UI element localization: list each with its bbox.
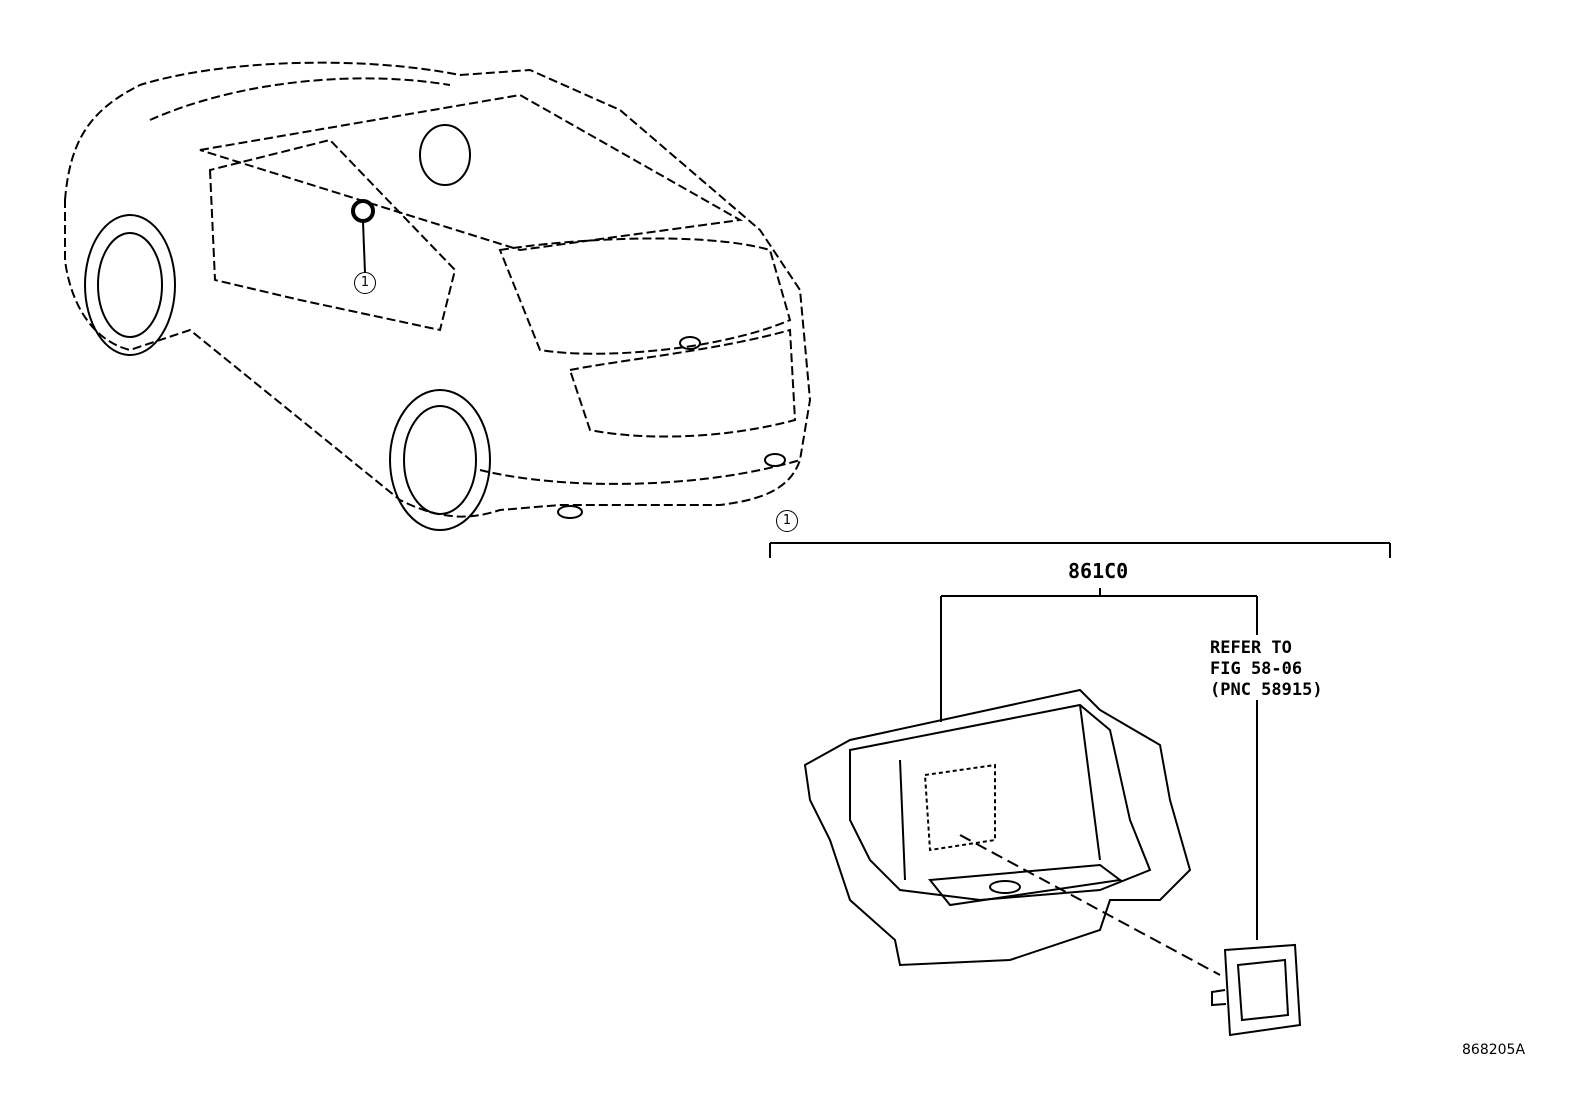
switch-bezel-illustration — [1211, 943, 1302, 1037]
part-bracket — [940, 588, 1258, 940]
car-callout-number: 1 — [354, 272, 376, 294]
group-bracket — [769, 542, 1391, 558]
group-callout-number: 1 — [776, 510, 798, 532]
refer-note-line-3: (PNC 58915) — [1210, 680, 1323, 700]
vehicle-illustration — [64, 61, 812, 518]
figure-code: 868205A — [1462, 1042, 1526, 1058]
part-location-marker — [351, 199, 375, 274]
part-number-label[interactable]: 861C0 — [1068, 559, 1129, 583]
refer-note-line-1: REFER TO — [1210, 638, 1292, 658]
console-box-illustration — [803, 688, 1221, 976]
wheels — [84, 124, 786, 531]
refer-note-line-2: FIG 58-06 — [1210, 659, 1303, 679]
